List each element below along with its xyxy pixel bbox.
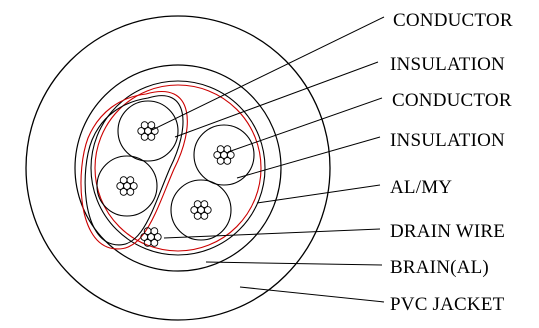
strand <box>137 127 146 135</box>
strand <box>193 212 202 220</box>
strand <box>140 233 149 241</box>
core-insulation-2 <box>96 155 158 217</box>
conductor-strands-2 <box>116 176 138 196</box>
strand <box>129 182 138 190</box>
conductor-strands-3 <box>213 145 235 165</box>
strand <box>153 233 162 241</box>
pair-wrap-red <box>80 91 188 250</box>
strand <box>150 127 159 135</box>
leader-pvc-jacket <box>239 286 385 303</box>
strand <box>216 145 225 153</box>
label-insulation-outer: INSULATION <box>390 54 505 75</box>
pvc-jacket-circle <box>25 15 331 321</box>
braid-circle <box>74 64 282 272</box>
label-conductor-inner: CONDUCTOR <box>392 90 512 111</box>
al-my-red-circle <box>94 84 262 252</box>
al-my-black-circle <box>90 80 266 256</box>
label-drain-wire: DRAIN WIRE <box>390 221 505 242</box>
strand <box>147 133 156 141</box>
strand <box>213 151 222 159</box>
label-conductor-outer: CONDUCTOR <box>393 10 513 31</box>
strand <box>216 157 225 165</box>
strand <box>140 121 149 129</box>
strand <box>226 151 235 159</box>
core-insulation-4 <box>170 179 232 241</box>
strand <box>200 200 209 208</box>
strand <box>143 227 152 235</box>
strand <box>147 121 156 129</box>
leader-braid <box>205 261 383 266</box>
core-insulation-3 <box>193 124 255 186</box>
strand <box>193 200 202 208</box>
strand <box>116 182 125 190</box>
label-pvc-jacket: PVC JACKET <box>390 294 505 315</box>
label-insulation-inner: INSULATION <box>390 130 505 151</box>
label-al-my: AL/MY <box>390 177 452 198</box>
core-insulation-1 <box>117 100 179 162</box>
pair-wrap-black <box>84 95 184 246</box>
strand <box>119 176 128 184</box>
leader-conductor-outer <box>151 16 385 131</box>
strand <box>126 176 135 184</box>
strand <box>140 133 149 141</box>
strand <box>143 239 152 247</box>
conductor-strands-1 <box>137 121 159 141</box>
label-braid: BRAIN(AL) <box>390 257 489 278</box>
strand <box>150 239 159 247</box>
strand <box>203 206 212 214</box>
conductor-strands-4 <box>190 200 212 220</box>
strand <box>126 188 135 196</box>
leader-insulation-outer <box>174 61 379 138</box>
strand <box>223 157 232 165</box>
strand <box>150 227 159 235</box>
leader-al-my <box>256 184 381 204</box>
strand <box>190 206 199 214</box>
leader-drain-wire <box>163 228 381 239</box>
leader-conductor-inner <box>227 97 383 153</box>
leader-insulation-inner <box>236 136 381 179</box>
strand <box>119 188 128 196</box>
strand <box>200 212 209 220</box>
drain-wire-strands <box>140 227 162 247</box>
